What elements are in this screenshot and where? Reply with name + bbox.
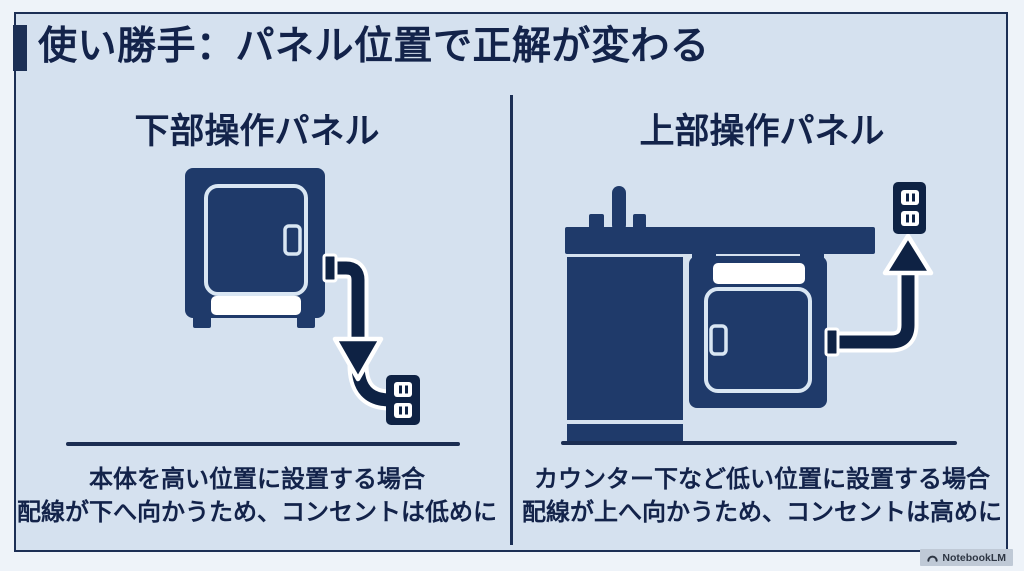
cord-plug-stub	[322, 253, 338, 283]
power-cord-down	[322, 253, 391, 411]
cabinet-kickplate	[567, 424, 683, 444]
up-arrow-icon	[882, 233, 934, 276]
diagram-top-panel	[561, 182, 957, 445]
cabinet	[567, 257, 683, 420]
left-panel-caption: 本体を高い位置に設置する場合 配線が下へ向かうため、コンセントは低めに	[14, 463, 500, 529]
right-panel-caption: カウンター下など低い位置に設置する場合 配線が上へ向かうため、コンセントは高めに	[518, 463, 1006, 529]
faucet-knob	[589, 214, 604, 230]
caption-line: カウンター下など低い位置に設置する場合	[534, 466, 990, 493]
caption-line: 本体を高い位置に設置する場合	[89, 466, 425, 493]
right-panel-heading: 上部操作パネル	[639, 112, 885, 151]
dishwasher-door	[704, 287, 812, 393]
down-arrow-icon	[332, 336, 384, 382]
power-cord-up	[824, 233, 934, 357]
cord-plug-stub	[824, 327, 840, 357]
caption-line: 配線が下へ向かうため、コンセントは低めに	[17, 499, 497, 526]
door-handle	[283, 224, 302, 256]
dishwasher-icon	[689, 249, 827, 408]
door-handle	[709, 324, 728, 356]
dishwasher-icon	[185, 168, 325, 328]
left-panel-heading: 下部操作パネル	[134, 112, 380, 151]
caption-line: 配線が上へ向かうため、コンセントは高めに	[522, 499, 1002, 526]
countertop	[565, 227, 875, 254]
notebooklm-label: NotebookLM	[942, 551, 1006, 564]
top-control-panel	[713, 263, 805, 284]
faucet-knob	[633, 214, 646, 230]
notebooklm-logo-icon	[927, 555, 939, 562]
dishwasher-foot	[193, 314, 211, 328]
left-baseline-rule	[66, 442, 460, 446]
outlet-icon	[893, 182, 926, 234]
outlet-icon	[386, 375, 420, 425]
bottom-control-panel	[211, 296, 301, 315]
faucet-icon	[612, 186, 626, 232]
title-accent-bar	[13, 25, 27, 71]
notebooklm-watermark: NotebookLM	[920, 549, 1013, 566]
dishwasher-door	[204, 184, 308, 296]
kitchen-counter-icon	[565, 186, 875, 444]
slide-title: 使い勝手：パネル位置で正解が変わる	[38, 25, 710, 68]
outlet-plate	[893, 182, 926, 234]
diagram-bottom-panel	[185, 168, 420, 425]
panel-divider	[510, 95, 513, 545]
floor-line	[561, 441, 957, 445]
dishwasher-foot	[297, 314, 315, 328]
